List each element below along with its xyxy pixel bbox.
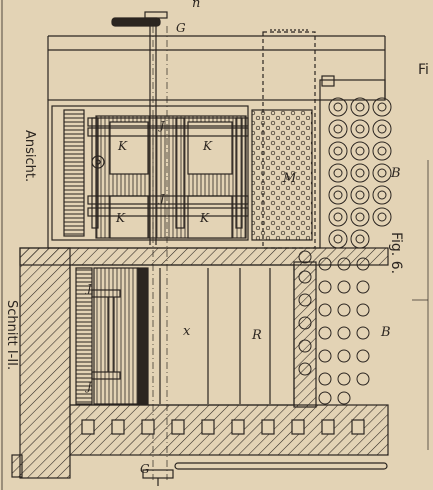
label-k3: K bbox=[115, 211, 126, 225]
label-m: M bbox=[282, 171, 297, 186]
label-view-ansicht: Ansicht. bbox=[22, 130, 37, 182]
label-j-left-a: J bbox=[85, 282, 92, 295]
label-x: x bbox=[183, 324, 191, 339]
label-j-left-b: J bbox=[85, 380, 92, 393]
label-j-upper: J bbox=[158, 119, 165, 132]
label-g-bottom: G bbox=[140, 462, 150, 476]
label-k4: K bbox=[199, 211, 210, 225]
label-k2: K bbox=[202, 139, 213, 153]
label-b-lower: B bbox=[380, 325, 391, 340]
label-k1: K bbox=[117, 139, 128, 153]
left-wall bbox=[19, 247, 71, 479]
top-slab bbox=[19, 247, 389, 266]
label-figure-number: Fig. 6. bbox=[388, 232, 404, 274]
drawing-labels: n G G Fi K K K K J J J J M B B x R Ansic… bbox=[4, 0, 429, 476]
label-fig-edge: Fi bbox=[418, 62, 429, 78]
label-j-mid: J bbox=[158, 192, 165, 205]
tube-bundle-b bbox=[298, 97, 392, 405]
press-section bbox=[69, 264, 295, 406]
middle-wall bbox=[293, 261, 317, 408]
foundation-notches bbox=[81, 419, 365, 435]
label-g-top: G bbox=[176, 21, 186, 35]
label-top-letter: n bbox=[192, 0, 200, 11]
label-b-upper: B bbox=[390, 166, 401, 181]
label-r: R bbox=[251, 328, 262, 343]
label-view-schnitt: Schnitt I-II. bbox=[4, 300, 19, 370]
press-upper-view bbox=[47, 75, 335, 249]
ground-edge bbox=[11, 454, 23, 478]
